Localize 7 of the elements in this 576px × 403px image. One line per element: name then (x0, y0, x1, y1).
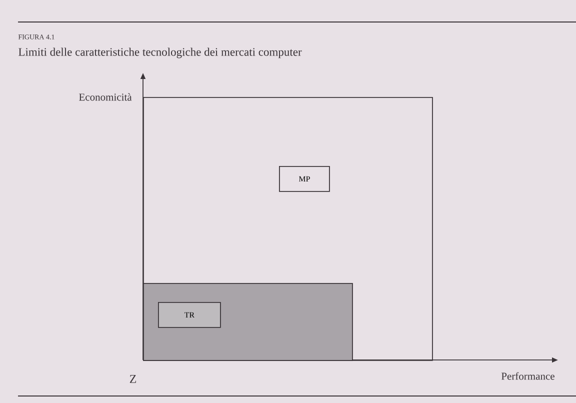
axis-label: Performance (501, 372, 554, 380)
region-label-box: MP (279, 166, 330, 192)
figure-title: Limiti delle caratteristiche tecnologiche dei mercati computer (18, 48, 302, 58)
axis-label: Economicità (79, 93, 132, 101)
region-label-box: TR (158, 302, 221, 328)
shaded-region (143, 283, 353, 361)
origin-label: Z (130, 375, 136, 383)
